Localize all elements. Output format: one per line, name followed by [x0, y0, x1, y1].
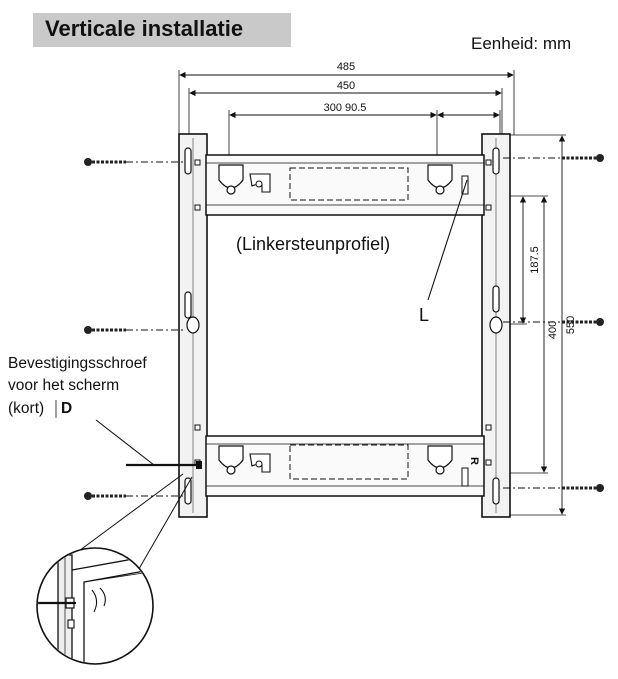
leader-line-screw: [95, 419, 155, 466]
screw-left-bottom: [84, 492, 186, 500]
dim-400-text: 400: [547, 321, 559, 339]
dimension-550: 550: [558, 135, 577, 515]
dim-550-text: 550: [565, 316, 577, 334]
dim-300-text: 300 90.5: [324, 102, 367, 114]
callout-line-right: [135, 476, 193, 575]
screw-right-bottom: [503, 484, 604, 492]
screw-right-middle: [503, 318, 604, 326]
title-banner: Verticale installatie: [33, 13, 291, 47]
short-screen-screw: [126, 461, 202, 469]
extension-lines: [178, 70, 566, 516]
left-rail: [178, 133, 208, 518]
right-profile-marker: R: [468, 457, 480, 465]
screw-left-middle: [84, 326, 186, 334]
unit-label: Eenheid: mm: [471, 34, 572, 53]
dimension-187-5: 187.5: [519, 196, 541, 324]
dimension-300-90-5: 300 90.5: [229, 102, 500, 119]
screw-left-top: [84, 158, 186, 166]
dimension-450: 450: [189, 80, 502, 97]
page-title: Verticale installatie: [45, 16, 244, 41]
leader-line-l: [427, 179, 468, 301]
dim-187-text: 187.5: [529, 246, 541, 274]
profile-caption: (Linkersteunprofiel): [236, 234, 390, 254]
dim-485-text: 485: [337, 61, 355, 73]
left-profile-marker: L: [419, 305, 429, 325]
screw-right-top: [503, 154, 604, 162]
right-rail: [481, 133, 511, 518]
top-bracket: [205, 154, 485, 216]
screw-note-line2: voor het scherm: [8, 377, 119, 394]
bottom-bracket: [205, 435, 485, 497]
dimension-485: 485: [179, 61, 514, 79]
callout-line-left: [63, 473, 184, 563]
dimension-400: 400: [540, 196, 559, 473]
screw-note-line3: (kort): [8, 400, 44, 417]
dim-450-text: 450: [337, 80, 355, 92]
screw-note-line1: Bevestigingsschroef: [8, 355, 147, 372]
screw-code: D: [61, 400, 72, 417]
detail-magnifier: [36, 547, 154, 665]
